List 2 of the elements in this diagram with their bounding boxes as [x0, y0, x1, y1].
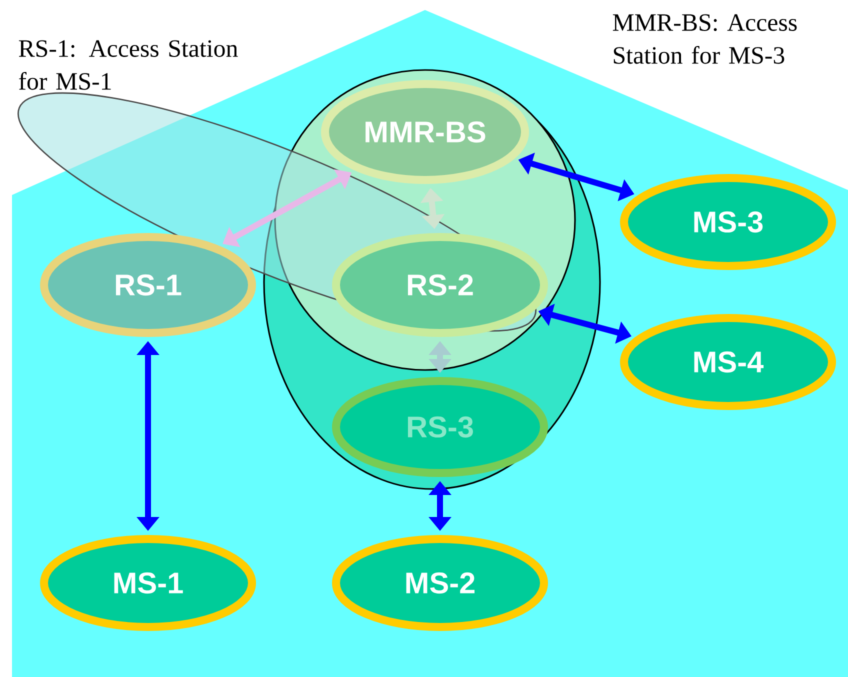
caption-text: RS-1: Access Station for MS-1	[18, 40, 238, 90]
caption-text: MMR-BS: Access Station for MS-3	[612, 14, 797, 64]
